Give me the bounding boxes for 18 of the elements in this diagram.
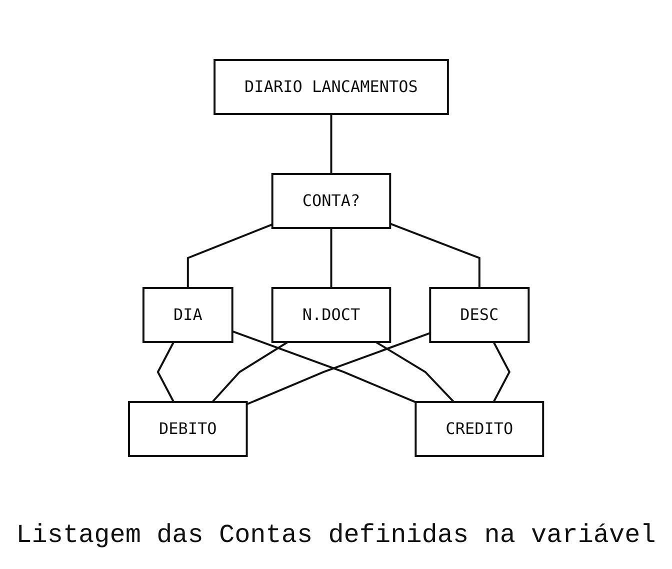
connector [246, 332, 430, 405]
connector [492, 341, 510, 402]
node-box: N.DOCT [271, 286, 392, 342]
node-box: DIA [142, 286, 234, 342]
connector [156, 341, 175, 402]
node-box: DESC [429, 286, 530, 342]
node-box: DEBITO [128, 400, 248, 456]
caption: Listagem das Contas definidas na variável [15, 520, 657, 550]
connector [330, 228, 332, 288]
connector [330, 114, 332, 174]
node-box: CREDITO [414, 400, 544, 456]
connector [232, 330, 416, 403]
connector [375, 340, 454, 402]
node-box: CONTA? [271, 172, 392, 228]
connector [390, 222, 480, 288]
node-box: DIARIO LANCAMENTOS [214, 58, 449, 114]
connector [186, 222, 273, 288]
connector [212, 340, 288, 402]
